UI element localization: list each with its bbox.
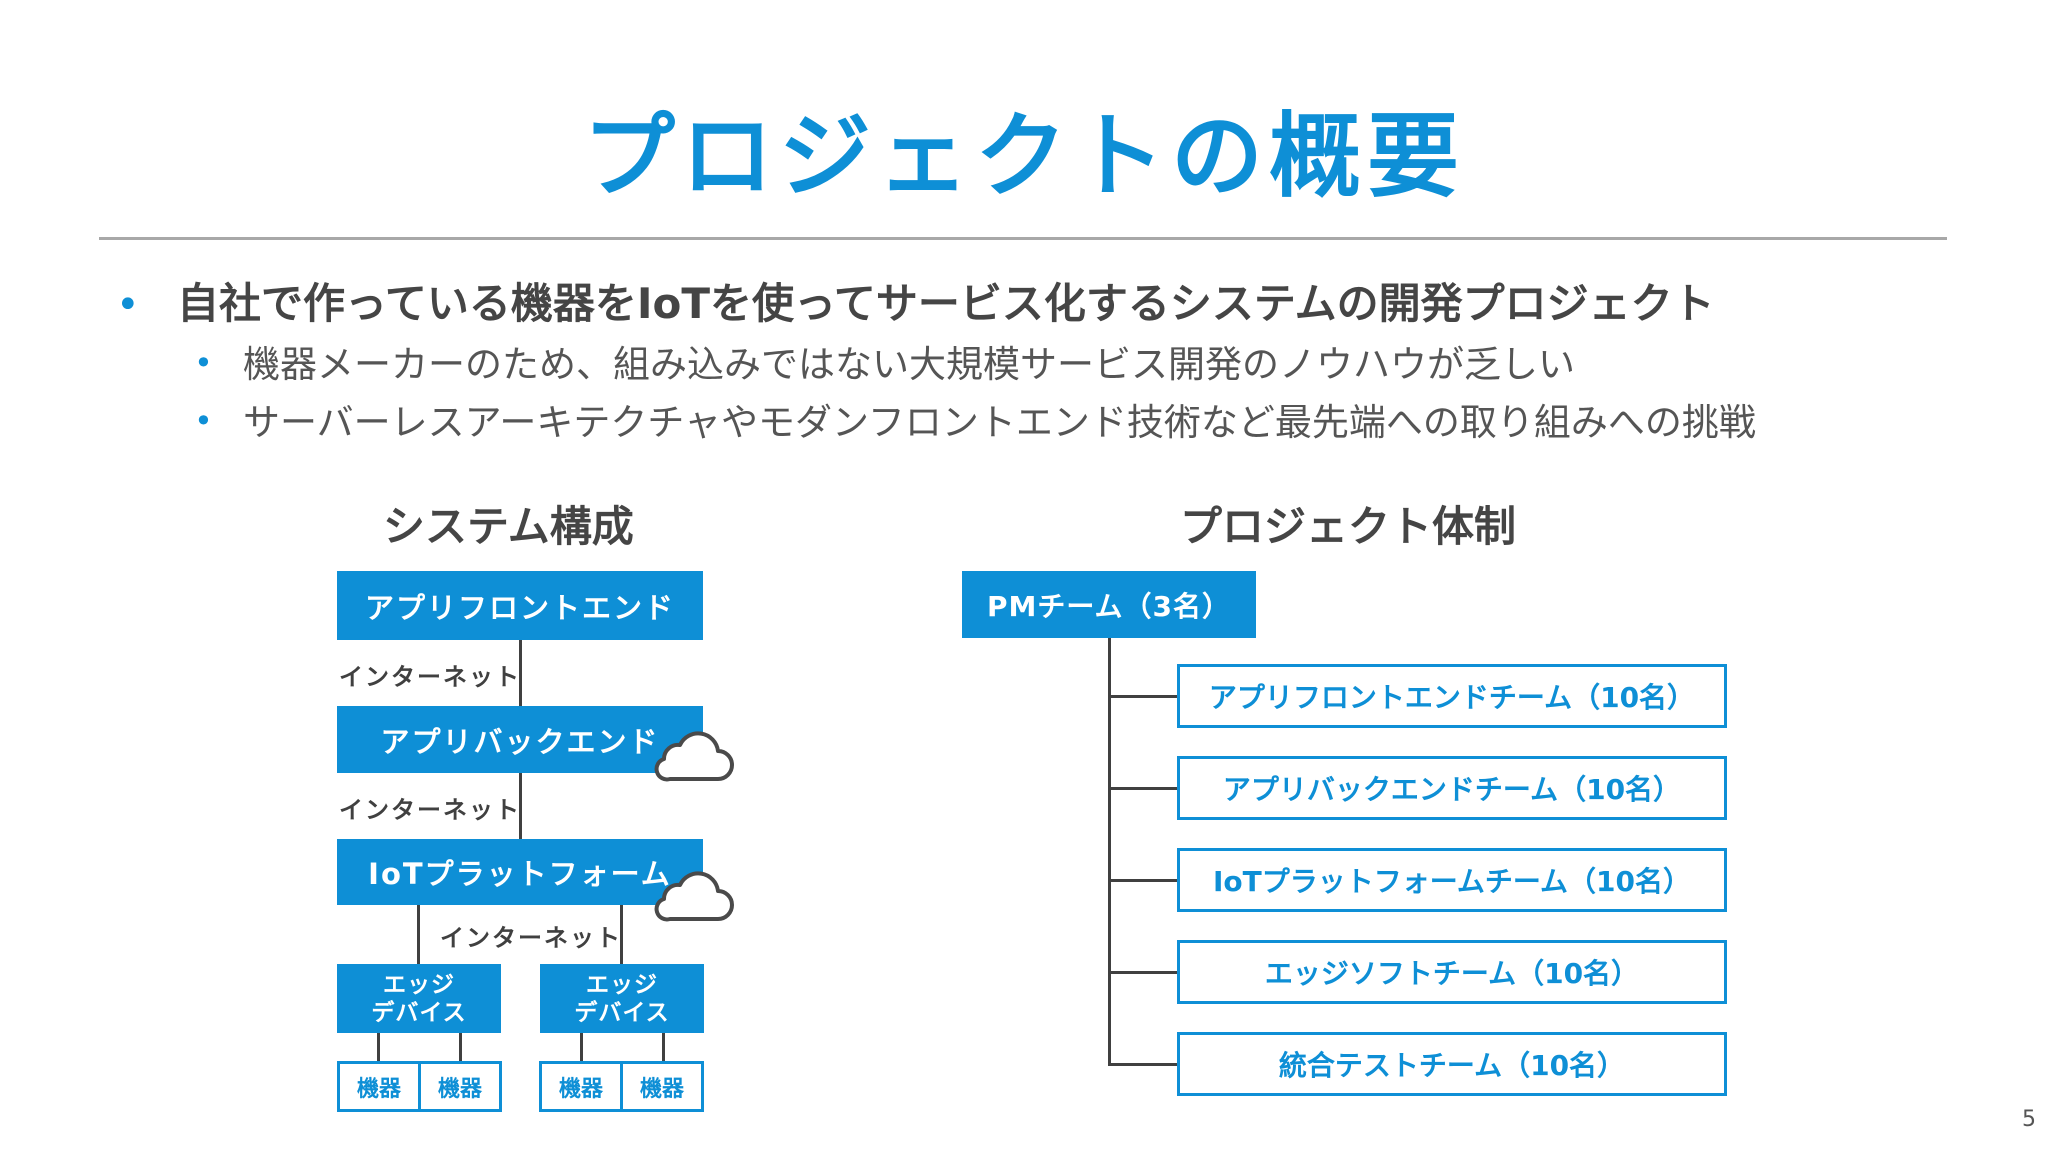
connector-line (580, 1033, 583, 1061)
edge-device-box: エッジ デバイス (540, 964, 704, 1033)
device-box: 機器 (337, 1061, 421, 1112)
connector-line (417, 905, 420, 964)
page-number: 5 (2022, 1107, 2036, 1132)
org-diagram-title: プロジェクト体制 (1180, 502, 1517, 551)
org-branch-line (1108, 695, 1177, 698)
device-box: 機器 (620, 1061, 704, 1112)
team-box-edge: エッジソフトチーム（10名） (1177, 940, 1727, 1004)
team-box-iot: IoTプラットフォームチーム（10名） (1177, 848, 1727, 912)
org-branch-line (1108, 879, 1177, 882)
device-box: 機器 (418, 1061, 502, 1112)
connector-line (662, 1033, 665, 1061)
connector-line (459, 1033, 462, 1061)
layer-iot-platform: IoTプラットフォーム (337, 839, 703, 905)
org-trunk-line (1108, 638, 1111, 1066)
bullet-sub-2: サーバーレスアーキテクチャやモダンフロントエンド技術など最先端への取り組みへの挑… (243, 401, 1756, 444)
org-branch-line (1108, 971, 1177, 974)
layer-app-frontend: アプリフロントエンド (337, 571, 703, 640)
connector-line (519, 640, 522, 706)
slide-title: プロジェクトの概要 (582, 103, 1465, 210)
bullet-marker: • (194, 402, 213, 440)
title-divider (99, 237, 1947, 240)
bullet-sub-1: 機器メーカーのため、組み込みではない大規模サービス開発のノウハウが乏しい (243, 343, 1575, 386)
org-branch-line (1108, 787, 1177, 790)
bullet-main: 自社で作っている機器をIoTを使ってサービス化するシステムの開発プロジェクト (177, 279, 1715, 328)
connector-line (519, 773, 522, 839)
team-box-backend: アプリバックエンドチーム（10名） (1177, 756, 1727, 820)
bullet-marker: • (116, 282, 140, 328)
device-box: 機器 (539, 1061, 623, 1112)
team-box-frontend: アプリフロントエンドチーム（10名） (1177, 664, 1727, 728)
cloud-icon (654, 871, 734, 922)
network-label: インターネット (339, 796, 521, 824)
connector-line (620, 905, 623, 964)
team-box-test: 統合テストチーム（10名） (1177, 1032, 1727, 1096)
system-diagram-title: システム構成 (383, 502, 634, 551)
edge-device-box: エッジ デバイス (337, 964, 501, 1033)
network-label: インターネット (339, 663, 521, 691)
org-branch-line (1108, 1063, 1177, 1066)
bullet-marker: • (194, 344, 213, 382)
connector-line (377, 1033, 380, 1061)
pm-team-box: PMチーム（3名） (962, 571, 1256, 638)
cloud-icon (654, 731, 734, 782)
layer-app-backend: アプリバックエンド (337, 706, 703, 773)
network-label: インターネット (440, 924, 622, 952)
